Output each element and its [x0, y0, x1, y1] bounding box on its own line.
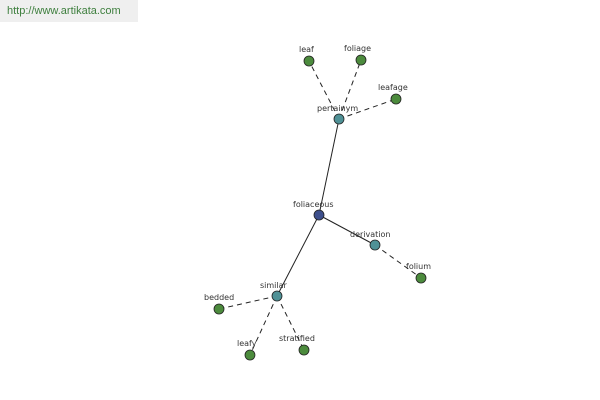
word-node-bedded-label: bedded	[204, 293, 234, 302]
word-node-leafage-label: leafage	[378, 83, 408, 92]
edge-root-pertainym	[318, 118, 340, 216]
root-node-foliaceous-label: foliaceous	[293, 200, 334, 209]
word-node-bedded[interactable]: bedded	[204, 293, 234, 315]
word-node-foliage[interactable]: foliage	[344, 44, 371, 66]
word-node-folium-dot[interactable]	[415, 272, 427, 284]
site-url-link[interactable]: http://www.artikata.com	[0, 0, 138, 22]
word-node-leaf-label: leaf	[299, 45, 314, 54]
word-node-leaf-dot[interactable]	[303, 55, 315, 67]
relation-node-similar-label: similar	[260, 281, 288, 290]
root-node-foliaceous[interactable]: foliaceous	[293, 200, 334, 221]
word-node-stratified-label: stratified	[279, 334, 315, 343]
edge-similar-bedded	[218, 295, 278, 310]
word-node-leafy-label: leafy	[237, 339, 257, 348]
relation-node-pertainym[interactable]: pertainym	[317, 104, 358, 125]
relation-node-pertainym-dot[interactable]	[333, 113, 345, 125]
word-node-leafy-dot[interactable]	[244, 349, 256, 361]
word-node-stratified[interactable]: stratified	[279, 334, 315, 356]
root-node-foliaceous-dot[interactable]	[313, 209, 325, 221]
relation-node-derivation-dot[interactable]	[369, 239, 381, 251]
graph-edges	[218, 59, 422, 356]
edge-pertainym-leafage	[338, 98, 397, 120]
edge-pertainym-leaf	[308, 60, 340, 120]
word-node-stratified-dot[interactable]	[298, 344, 310, 356]
word-node-leafy[interactable]: leafy	[237, 339, 257, 361]
word-node-leafage[interactable]: leafage	[378, 83, 408, 105]
relation-node-derivation[interactable]: derivation	[350, 230, 390, 251]
word-node-leafage-dot[interactable]	[390, 93, 402, 105]
word-node-leaf[interactable]: leaf	[299, 45, 315, 67]
word-node-folium-label: folium	[406, 262, 431, 271]
graph-nodes: foliaceous pertainym leaf foliage leafage der…	[204, 44, 431, 361]
edge-root-similar	[276, 214, 320, 297]
word-node-foliage-label: foliage	[344, 44, 371, 53]
edge-similar-leafy	[249, 295, 278, 356]
word-node-bedded-dot[interactable]	[213, 303, 225, 315]
edge-derivation-folium	[374, 244, 422, 279]
edge-pertainym-foliage	[338, 59, 362, 120]
word-node-foliage-dot[interactable]	[355, 54, 367, 66]
relation-node-similar[interactable]: similar	[260, 281, 288, 302]
edge-root-derivation	[318, 214, 376, 246]
relation-node-similar-dot[interactable]	[271, 290, 283, 302]
relation-node-derivation-label: derivation	[350, 230, 390, 239]
word-node-folium[interactable]: folium	[406, 262, 431, 284]
edge-similar-stratified	[276, 295, 305, 351]
relation-node-pertainym-label: pertainym	[317, 104, 358, 113]
